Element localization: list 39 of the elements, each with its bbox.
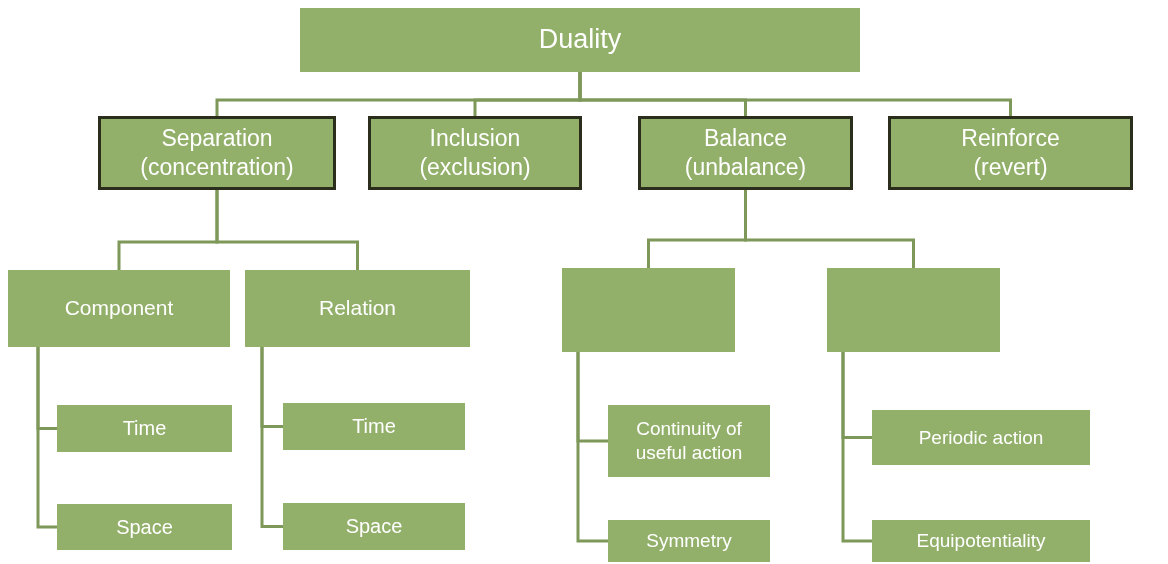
connector-line bbox=[841, 352, 872, 543]
category-box bbox=[300, 8, 860, 72]
box-label: Balance (unbalance) bbox=[683, 124, 808, 182]
box-label: Duality bbox=[538, 23, 622, 57]
category-box bbox=[638, 116, 853, 190]
category-box bbox=[872, 520, 1090, 562]
box-label: Relation bbox=[318, 295, 397, 322]
category-box bbox=[608, 520, 770, 562]
box-label: Space bbox=[116, 514, 173, 540]
box-label: Reinforce (revert) bbox=[960, 124, 1061, 182]
category-box bbox=[608, 405, 770, 477]
box-label: Symmetry bbox=[646, 529, 732, 553]
connector-line bbox=[36, 347, 57, 529]
box-label: Continuity of useful action bbox=[634, 417, 744, 465]
box-label: Equipotentiality bbox=[916, 529, 1046, 553]
category-box bbox=[57, 405, 232, 452]
category-box bbox=[888, 116, 1133, 190]
category-box bbox=[98, 116, 336, 190]
box-label: Inclusion (exclusion) bbox=[418, 124, 532, 182]
box-label: Time bbox=[122, 416, 167, 441]
connector-line bbox=[744, 190, 915, 268]
box-label: Space bbox=[345, 514, 403, 539]
empty-box bbox=[562, 268, 735, 352]
connector-line bbox=[260, 347, 283, 528]
connector-line bbox=[578, 72, 1012, 116]
category-box bbox=[872, 410, 1090, 465]
box-label: Separation (concentration) bbox=[139, 124, 295, 182]
category-box bbox=[283, 403, 465, 450]
connector-line bbox=[576, 352, 608, 543]
connector-line bbox=[215, 190, 359, 270]
category-box bbox=[245, 270, 470, 347]
empty-box bbox=[827, 268, 1000, 352]
category-box bbox=[368, 116, 582, 190]
category-box bbox=[283, 503, 465, 550]
category-box bbox=[8, 270, 230, 347]
category-box bbox=[57, 504, 232, 550]
box-label: Periodic action bbox=[918, 425, 1044, 450]
box-label: Component bbox=[64, 295, 174, 322]
box-label: Time bbox=[352, 414, 396, 439]
